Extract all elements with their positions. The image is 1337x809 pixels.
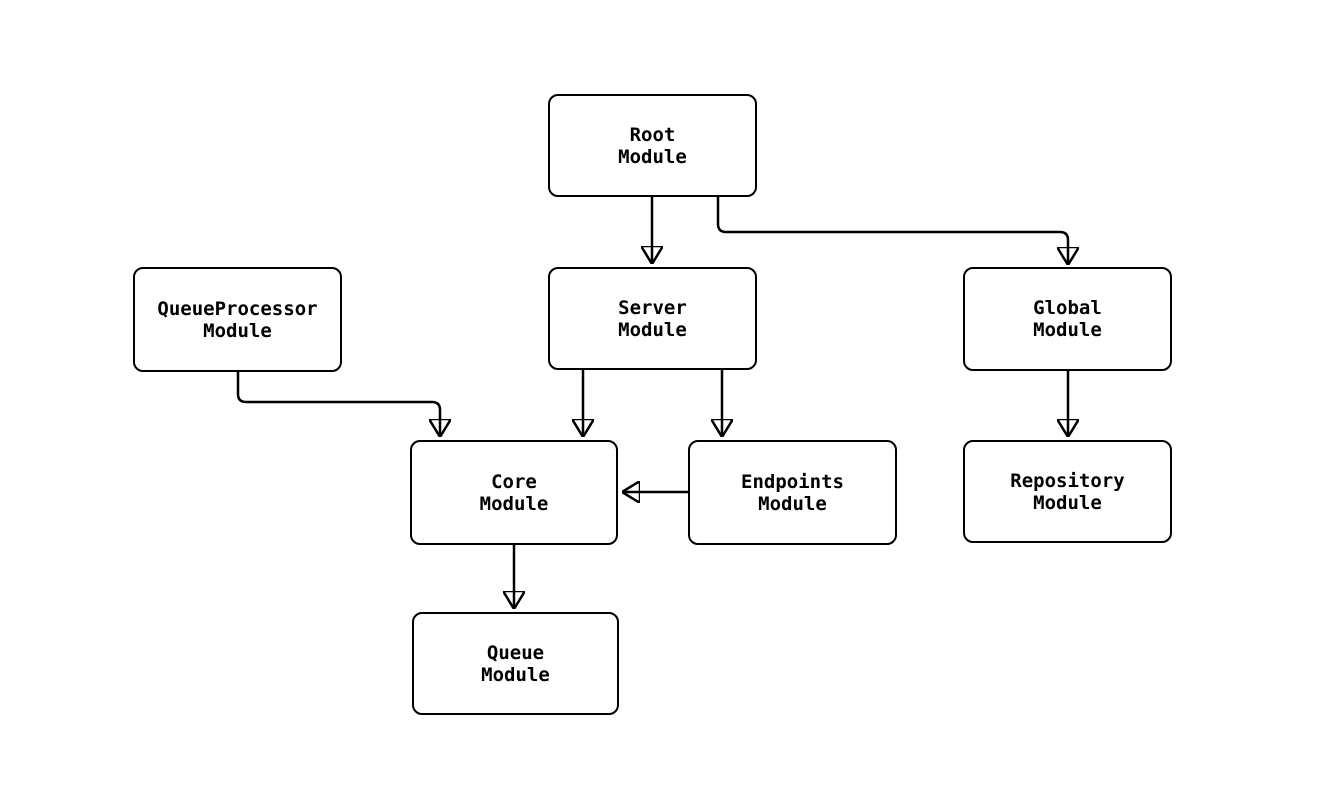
node-label-line: Core — [491, 470, 537, 493]
node-label-line: Module — [618, 145, 687, 168]
node-label-line: QueueProcessor — [157, 297, 318, 320]
node-root-module: Root Module — [548, 94, 757, 197]
node-endpoints-module: Endpoints Module — [688, 440, 897, 545]
node-core-module: Core Module — [410, 440, 618, 545]
node-label-line: Module — [481, 663, 550, 686]
node-queueprocessor-module: QueueProcessor Module — [133, 267, 342, 372]
node-label-line: Module — [1033, 319, 1102, 341]
node-label-line: Module — [1033, 491, 1102, 514]
node-label-line: Module — [479, 492, 549, 515]
node-repository-module: Repository Module — [963, 440, 1172, 543]
node-server-module: Server Module — [548, 267, 757, 370]
node-global-module: Global Module — [963, 267, 1172, 371]
node-label-line: Root — [629, 123, 676, 146]
node-queue-module: Queue Module — [412, 612, 619, 715]
node-label-line: Global — [1033, 297, 1102, 319]
node-label-line: Endpoints — [741, 470, 844, 493]
node-label-line: Module — [203, 319, 272, 342]
node-label-line: Server — [618, 296, 687, 319]
node-label-line: Repository — [1010, 469, 1125, 492]
node-label-line: Module — [758, 492, 827, 515]
edge-root-to-global — [716, 197, 1068, 264]
node-label-line: Queue — [486, 641, 545, 664]
node-label-line: Module — [618, 318, 687, 341]
edge-queueprocessor-to-core — [236, 372, 440, 436]
